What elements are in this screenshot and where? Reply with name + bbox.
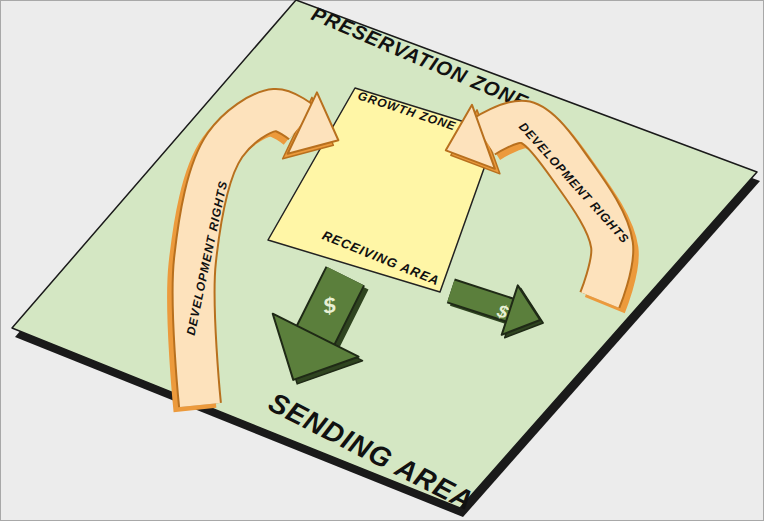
arrow-outline (451, 291, 510, 310)
money-arrow (273, 276, 363, 384)
development-rights-arrow-label: DEVELOPMENT RIGHTS (185, 179, 230, 336)
arrow-outline (194, 110, 303, 405)
arrow-shaft (316, 276, 346, 335)
arrow-depth (320, 280, 350, 339)
arrow-shaft (483, 122, 612, 300)
money-arrow-label: $ (322, 294, 339, 318)
arrow-shaft (451, 291, 510, 310)
arrow-depth (277, 318, 363, 384)
growth-zone-square-shape (268, 88, 497, 292)
arrow-depth (488, 127, 617, 305)
preservation-plane-shape (12, 0, 757, 508)
arrow-shaft (194, 110, 303, 405)
arrow-depth (189, 115, 298, 410)
development-rights-arrow (446, 105, 618, 305)
arrow-head (273, 314, 359, 380)
arrow-outline (316, 276, 346, 335)
arrow-outline (483, 122, 612, 300)
arrow-depth (454, 294, 513, 313)
arrow-depth (505, 288, 543, 337)
development-rights-arrow (189, 92, 339, 410)
growth-zone-square: GROWTH ZONERECEIVING AREA (268, 88, 498, 293)
development-rights-arrow-label: DEVELOPMENT RIGHTS (517, 120, 632, 245)
money-arrow-label: $ (495, 302, 511, 323)
arrow-depth (283, 97, 334, 158)
arrow-head (502, 285, 540, 334)
arrow-depth (451, 110, 500, 174)
preservation-plane: PRESERVATION ZONESENDING AREAGROWTH ZONE… (12, 0, 758, 512)
arrow-head (446, 105, 495, 169)
arrow-head (288, 92, 339, 153)
money-arrow (451, 285, 543, 337)
